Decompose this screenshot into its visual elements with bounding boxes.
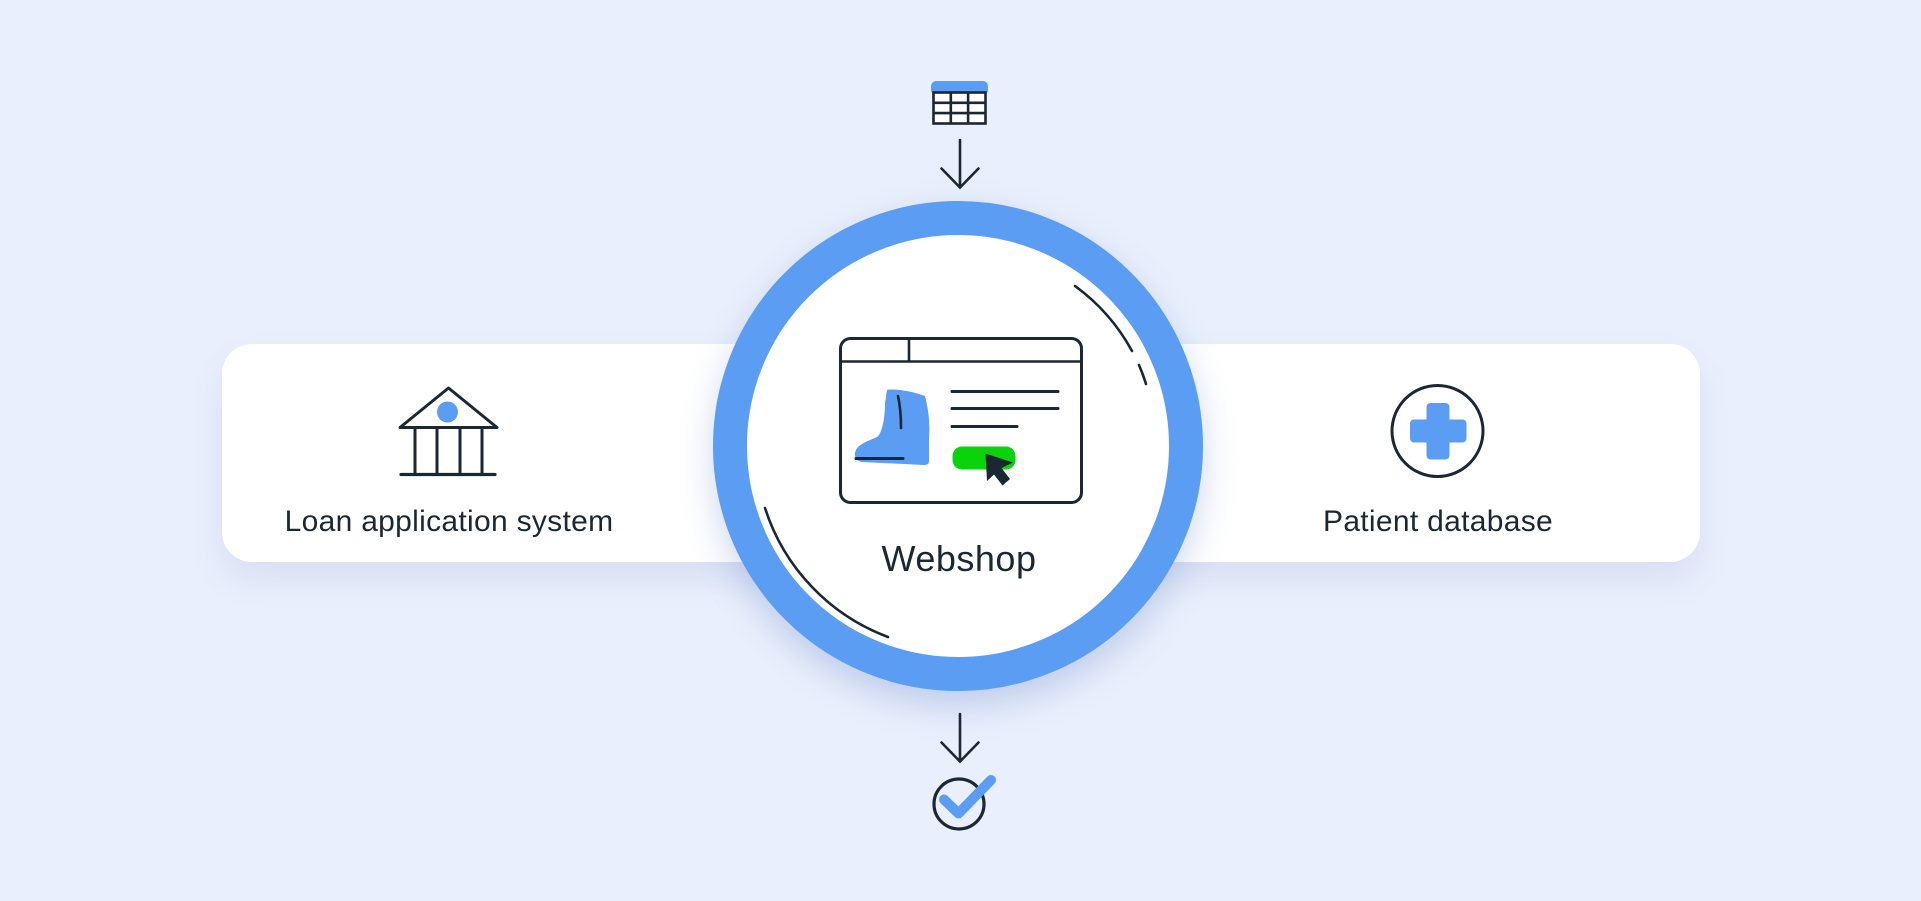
loan-application-system-label: Loan application system [284, 505, 614, 538]
spreadsheet-table-icon [931, 81, 988, 125]
patient-database-label: Patient database [1323, 505, 1553, 538]
checkmark-circle-icon [932, 775, 996, 831]
arrow-down-icon [940, 712, 980, 764]
webshop-label: Webshop [881, 538, 1037, 579]
webshop-circle [713, 201, 1203, 691]
arrow-down-icon [940, 138, 980, 190]
